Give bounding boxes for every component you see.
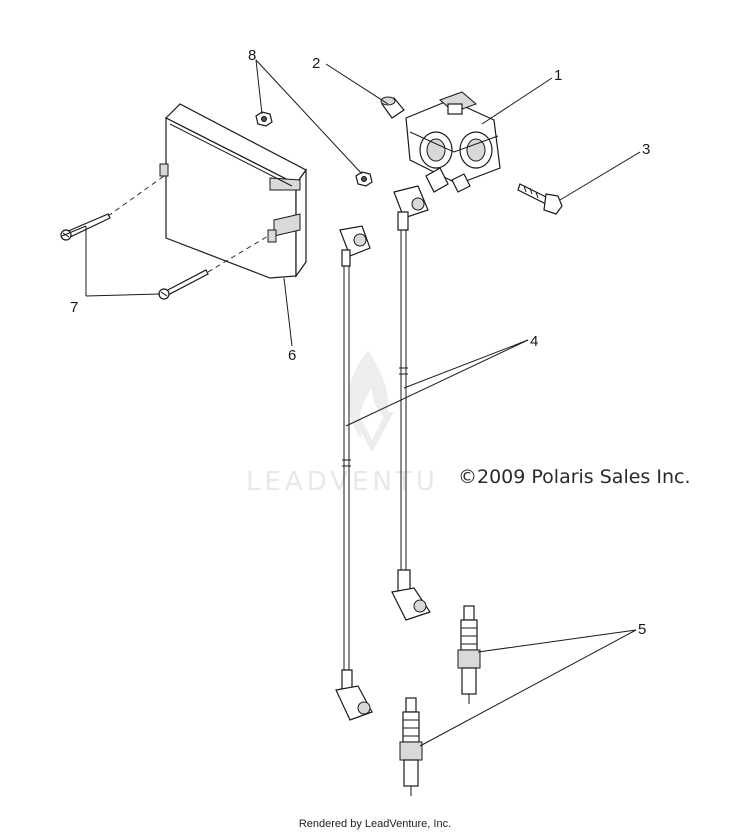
- ecu-module: [159, 103, 307, 279]
- footer-rendered-by: Rendered by LeadVenture, Inc.: [298, 818, 452, 830]
- callout-7: 7: [70, 299, 78, 316]
- nut-upper: [255, 111, 273, 127]
- spark-plug-lower: [399, 697, 423, 796]
- leader-8b: [255, 59, 363, 175]
- leader-4b: [345, 339, 529, 427]
- leader-5b: [419, 629, 637, 747]
- leader-1: [481, 77, 553, 125]
- leader-lines: [61, 59, 641, 747]
- leader-3: [559, 151, 641, 201]
- ignition-coil: [405, 91, 501, 193]
- leadventure-watermark-logo: LEADVENTU: [246, 350, 439, 497]
- spacer: [380, 96, 405, 119]
- callout-1: 1: [554, 67, 562, 84]
- spark-plug-upper: [457, 605, 481, 704]
- callout-3: 3: [642, 141, 650, 158]
- callout-2: 2: [312, 55, 320, 72]
- leader-8a: [255, 59, 263, 115]
- leader-4a: [403, 339, 529, 389]
- leader-2: [325, 63, 389, 105]
- callout-4: 4: [530, 333, 538, 350]
- callout-6: 6: [288, 347, 296, 364]
- spark-plug-wire-left: [335, 225, 373, 721]
- leader-7: [61, 225, 161, 297]
- copyright-notice: ©2009 Polaris Sales Inc.: [458, 466, 691, 488]
- leader-6: [283, 277, 293, 347]
- ecu-bolt-upper: [60, 213, 111, 241]
- coil-mounting-bolt: [517, 183, 563, 215]
- callout-8: 8: [248, 47, 256, 64]
- bolt-axis-lower: [207, 235, 269, 273]
- callout-5: 5: [638, 621, 646, 638]
- spark-plug-wire-right: [391, 185, 431, 621]
- bolt-axis-upper: [107, 175, 165, 217]
- ecu-bolt-lower: [158, 269, 209, 300]
- nut-lower: [355, 171, 373, 187]
- leader-5a: [477, 629, 637, 653]
- svg-text:LEADVENTU: LEADVENTU: [246, 467, 439, 497]
